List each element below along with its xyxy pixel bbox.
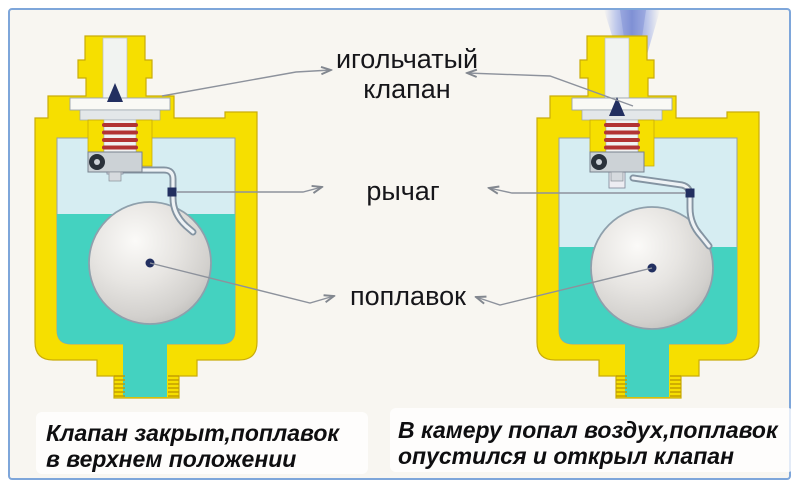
hinge-pin-center [596,159,602,165]
leader-lever-right [489,188,686,193]
lever-anchor-dot [167,187,177,197]
left-valve-caption: Клапан закрыт,поплавок в верхнем положен… [46,420,339,472]
leader-needle-left [161,70,331,97]
seat-plate-lower [79,109,161,121]
hinge-pin-center [94,159,100,165]
leader-float-right [476,267,653,306]
needle-tip [609,97,625,116]
leader-float-left [149,262,334,304]
right-valve [536,10,760,399]
lever-arm [629,174,713,250]
right-caption-line1: В камеру попал воздух,поплавок [398,417,778,443]
lever-anchor-dot [685,188,695,198]
outlet-water-slot [625,342,669,397]
left-caption-line2: в верхнем положении [46,446,297,472]
seat-plate [571,97,673,111]
needle-valve-label-line2: клапан [363,74,451,104]
leader-lever-left [177,187,322,192]
valve-stem-base [108,171,122,182]
left-caption-line1: Клапан закрыт,поплавок [46,420,340,446]
vent-channel [604,37,630,99]
valve-stem-base [610,171,624,182]
left-caption-backing [36,412,368,474]
needle-valve-label: игольчатый клапан [336,44,478,104]
lever-label: рычаг [366,176,440,206]
float-label: поплавок [350,281,466,311]
left-valve [34,35,258,399]
leader-needle-right [467,73,634,107]
needle-tip [107,83,123,102]
right-caption-line2: опустился и открыл клапан [398,443,734,469]
needle-valve-label-line1: игольчатый [335,44,479,74]
valve-mechanism [571,97,673,182]
valve-mechanism [69,97,171,182]
right-valve-caption: В камеру попал воздух,поплавок опустился… [398,417,778,469]
outlet-water-slot [123,342,167,397]
right-caption-backing [390,408,794,472]
